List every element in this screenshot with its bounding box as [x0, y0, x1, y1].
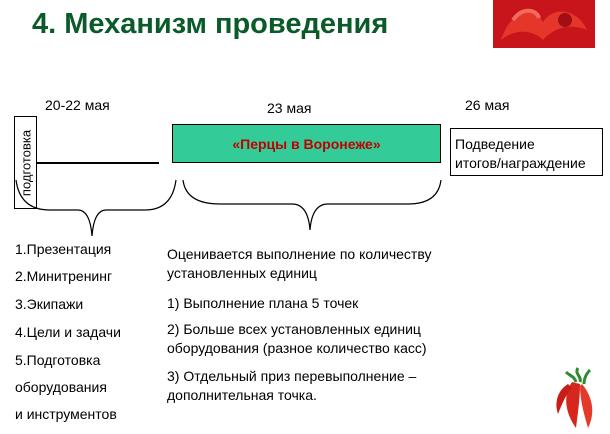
criteria-item-line: дополнительная точка.	[167, 387, 317, 403]
criteria-intro: Оцениваетcя выполнение по количеству уст…	[167, 245, 431, 283]
prep-list-item: 1.Презентация	[15, 241, 112, 257]
prep-list-item: 2.Минитренинг	[15, 268, 113, 284]
event-label: «Перцы в Воронеже»	[232, 135, 381, 152]
criteria-item-line: 2) Больше всех установленных единиц	[167, 321, 421, 337]
prep-timeline-line	[36, 162, 159, 164]
logo-graphic	[493, 0, 595, 48]
criteria-item-line: оборудования (разное количество касс)	[167, 340, 427, 356]
criteria-item-line: 1) Выполнение плана 5 точек	[167, 295, 359, 311]
criteria-item-2: 2) Больше всех установленных единиц обор…	[167, 320, 427, 358]
criteria-item-3: 3) Отдельный приз перевыполнение – допол…	[167, 367, 416, 405]
results-line-2: итогов/награждение	[455, 155, 586, 171]
red-pepper-logo	[493, 0, 595, 48]
prep-list-item: 5.Подготовка	[15, 352, 101, 368]
prep-list-item: 4.Цели и задачи	[15, 324, 121, 340]
criteria-item-line: 3) Отдельный приз перевыполнение –	[167, 368, 417, 384]
prep-list-item: и инструментов	[15, 406, 117, 422]
results-line-1: Подведение	[455, 136, 535, 152]
slide-title: 4. Механизм проведения	[32, 8, 389, 40]
red-chili-peppers-icon	[556, 367, 593, 428]
criteria-intro-line: Оцениваетcя выполнение по количеству	[167, 246, 432, 262]
event-brace	[182, 179, 442, 231]
prep-list-item: оборудования	[15, 379, 107, 395]
date-results: 26 мая	[465, 97, 510, 113]
prep-list-item: 3.Экипажи	[15, 296, 84, 312]
criteria-item-1: 1) Выполнение плана 5 точек	[167, 294, 358, 313]
criteria-intro-line: установленных единиц	[167, 265, 317, 281]
date-prep: 20-22 мая	[45, 97, 110, 113]
prep-brace	[15, 179, 177, 237]
date-event: 23 мая	[267, 100, 312, 116]
event-box: «Перцы в Воронеже»	[172, 124, 441, 163]
results-box: Подведение итогов/награждение	[450, 128, 603, 176]
